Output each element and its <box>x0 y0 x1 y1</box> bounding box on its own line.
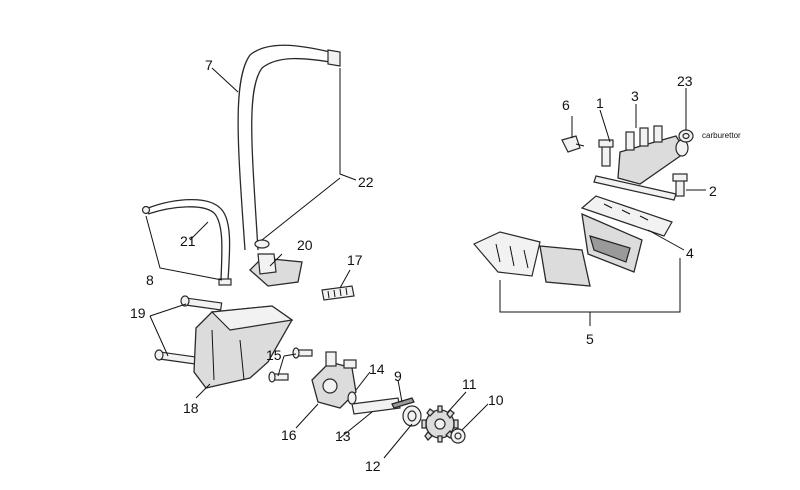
screw-1 <box>598 139 614 167</box>
pin-9 <box>391 397 415 409</box>
screw-15 <box>268 347 313 383</box>
screw-19-lower <box>154 349 197 365</box>
hose-21 <box>141 198 232 286</box>
manifold-3 <box>617 125 689 185</box>
filter-17 <box>321 285 355 301</box>
callout-21: 21 <box>180 233 196 249</box>
gear-11 <box>421 405 459 443</box>
callout-3: 3 <box>631 88 639 104</box>
carburettor-note: carburettor <box>702 131 741 140</box>
screw-2 <box>672 173 688 197</box>
callout-11: 11 <box>462 376 477 392</box>
fitting-6 <box>561 135 585 153</box>
seal-12 <box>402 405 422 427</box>
callout-2: 2 <box>709 183 717 199</box>
leader-lines <box>145 67 706 459</box>
callout-5: 5 <box>586 331 594 347</box>
gasket-4 <box>580 195 673 237</box>
cover-18 <box>193 305 294 389</box>
callout-18: 18 <box>183 400 199 416</box>
callout-12: 12 <box>365 458 381 474</box>
gasket-upper <box>593 175 677 201</box>
callout-8: 8 <box>146 272 154 288</box>
callout-22: 22 <box>358 174 374 190</box>
screw-19-upper <box>180 295 223 311</box>
callout-19: 19 <box>130 305 146 321</box>
callout-13: 13 <box>335 428 351 444</box>
callout-16: 16 <box>281 427 297 443</box>
callout-14: 14 <box>369 361 385 377</box>
callout-1: 1 <box>596 95 604 111</box>
callout-17: 17 <box>347 252 363 268</box>
callout-10: 10 <box>488 392 504 408</box>
callout-20: 20 <box>297 237 313 253</box>
callout-4: 4 <box>686 245 694 261</box>
ring-10 <box>450 428 466 444</box>
callout-15: 15 <box>266 347 282 363</box>
callout-7: 7 <box>205 57 213 73</box>
shaft-13 <box>347 391 401 415</box>
clamp <box>254 239 270 249</box>
callout-6: 6 <box>562 97 570 113</box>
hose-7 <box>237 44 341 251</box>
cap-20 <box>249 253 303 287</box>
oil-pump-16 <box>311 351 357 409</box>
callout-23: 23 <box>677 73 693 89</box>
callout-9: 9 <box>394 368 402 384</box>
reed-valve-5 <box>473 212 643 287</box>
clamp-23 <box>678 129 694 143</box>
